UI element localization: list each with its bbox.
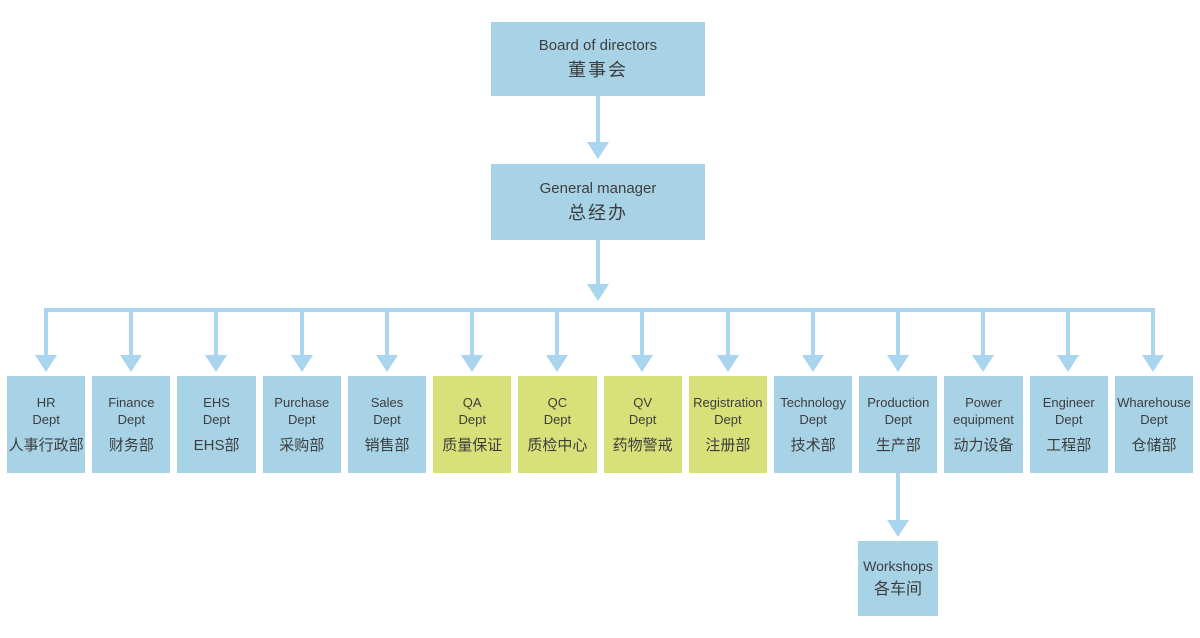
dept-cn: 仓储部	[1131, 436, 1177, 454]
board-label-en: Board of directors	[538, 37, 658, 54]
dept-en-line1: Purchase	[274, 394, 330, 410]
dept-en-line2: Dept	[458, 411, 486, 427]
dept-cn: EHS部	[193, 436, 240, 454]
dept-en-line1: Registration	[693, 394, 763, 410]
node-general-manager: General manager 总经办	[491, 164, 705, 240]
board-label-cn: 董事会	[568, 60, 628, 80]
dept-cn: 动力设备	[953, 436, 1014, 454]
dept-en-line2: Dept	[1140, 411, 1168, 427]
dept-cn: 销售部	[364, 436, 410, 454]
dept-en-line1: Wharehouse	[1117, 394, 1191, 410]
dept-en-line2: Dept	[202, 411, 231, 427]
dept-en-line2: Dept	[32, 411, 60, 427]
dept-cn: 药物警戒	[612, 436, 673, 454]
dept-en-line2: Dept	[628, 411, 657, 427]
dept-en-line1: QC	[547, 394, 568, 410]
dept-en-line1: EHS	[203, 394, 230, 410]
dept-en-line1: Power	[965, 394, 1002, 410]
gm-label-en: General manager	[539, 180, 657, 197]
dept-cn: 生产部	[875, 436, 921, 454]
connector-production-to-workshops	[887, 473, 909, 537]
connector-drops-to-departments	[35, 308, 1164, 372]
dept-cn: 财务部	[108, 436, 154, 454]
dept-en-line1: Sales	[370, 394, 404, 410]
dept-en-line2: Dept	[1054, 411, 1083, 427]
dept-en-line2: equipment	[953, 411, 1014, 427]
workshops-label-cn: 各车间	[873, 581, 922, 598]
dept-cn: 技术部	[790, 436, 836, 454]
dept-en-line1: QV	[633, 394, 653, 410]
node-board-of-directors: Board of directors 董事会	[491, 22, 705, 96]
connector-board-to-gm	[587, 96, 609, 159]
dept-en-line2: Dept	[543, 411, 572, 427]
dept-en-line1: Production	[867, 394, 930, 410]
workshops-label-en: Workshops	[863, 558, 933, 574]
dept-cn: 采购部	[279, 436, 325, 454]
dept-en-line2: Dept	[373, 411, 401, 427]
dept-en-line2: Dept	[117, 411, 146, 427]
connector-gm-to-bus	[587, 240, 609, 301]
dept-en-line2: Dept	[288, 411, 316, 427]
dept-cn: 质量保证	[442, 436, 503, 454]
dept-cn: 人事行政部	[8, 436, 84, 454]
dept-en-line1: HR	[36, 394, 56, 410]
dept-en-line2: Dept	[714, 411, 742, 427]
dept-en-line1: QA	[462, 394, 482, 410]
dept-en-line2: Dept	[884, 411, 913, 427]
node-workshops: Workshops 各车间	[858, 541, 938, 616]
dept-en-line1: Technology	[780, 394, 846, 410]
dept-en-line1: Engineer	[1042, 394, 1095, 410]
dept-cn: 注册部	[705, 436, 751, 454]
gm-label-cn: 总经办	[568, 203, 628, 223]
dept-en-line2: Dept	[799, 411, 827, 427]
dept-cn: 质检中心	[527, 436, 588, 454]
dept-cn: 工程部	[1046, 436, 1092, 454]
dept-en-line1: Finance	[108, 394, 155, 410]
